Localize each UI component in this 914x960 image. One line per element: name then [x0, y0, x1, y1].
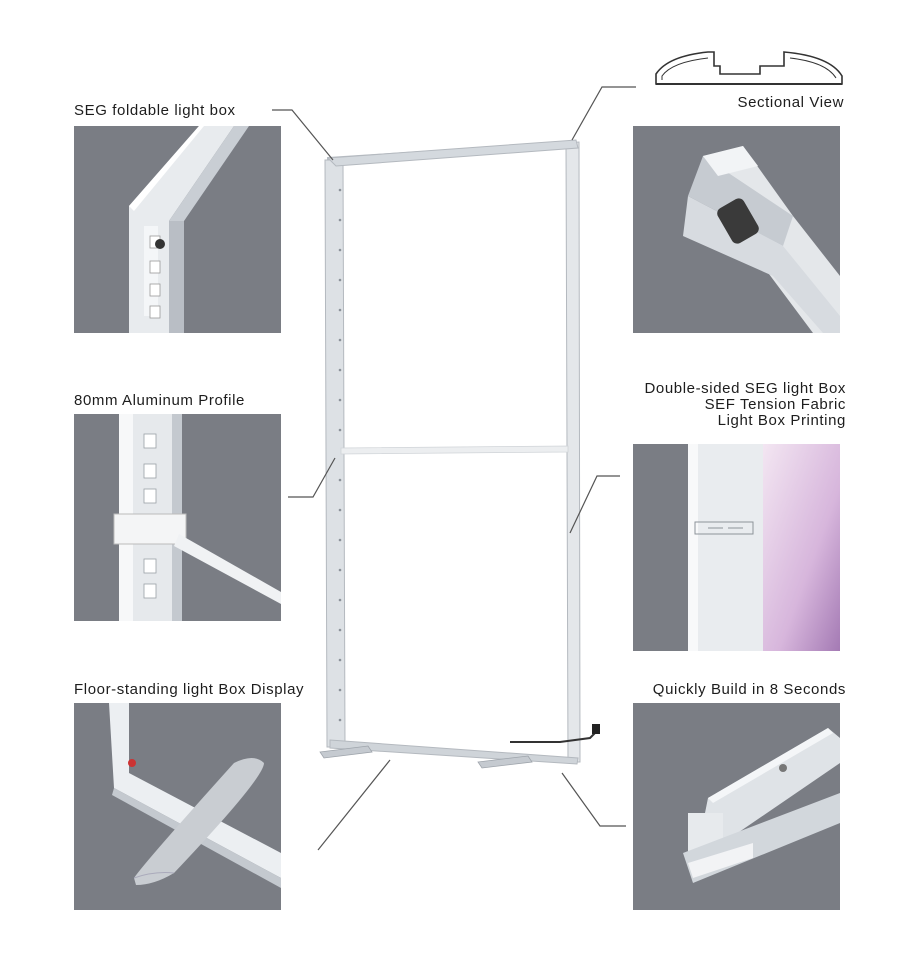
- label-foldable: SEG foldable light box: [74, 102, 236, 119]
- sectional-profile-drawing: [655, 51, 843, 85]
- photo-fabric-edge: [633, 444, 840, 651]
- label-double-sided-2: SEF Tension Fabric: [704, 396, 846, 413]
- photo-base-foot: [74, 703, 281, 910]
- photo-profile-bar: [633, 703, 840, 910]
- label-quick-build: Quickly Build in 8 Seconds: [652, 681, 846, 698]
- label-floor-standing: Floor-standing light Box Display: [74, 681, 305, 698]
- photo-connector-joint: [74, 414, 281, 621]
- label-aluminum-profile: 80mm Aluminum Profile: [74, 392, 245, 409]
- photo-frame-corner: [74, 126, 281, 333]
- label-sectional-view: Sectional View: [737, 94, 844, 111]
- label-double-sided-1: Double-sided SEG light Box: [644, 380, 846, 397]
- label-double-sided-3: Light Box Printing: [717, 412, 846, 429]
- photo-profile-end: [633, 126, 840, 333]
